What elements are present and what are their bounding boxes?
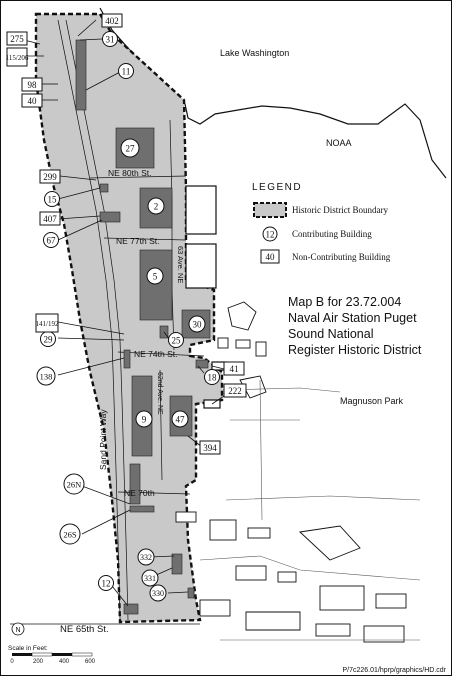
building-15	[123, 603, 139, 615]
callouts-contributing: 31 11 27 15 2 67 5 30 25 29 138 18 9 47 …	[36, 31, 220, 602]
callout-332: 332	[140, 553, 152, 562]
callout-222: 222	[228, 386, 242, 396]
building-26n	[129, 463, 141, 505]
callout-141-192: 141/192	[36, 320, 59, 328]
building-outline-east-2	[185, 243, 217, 289]
callout-29: 29	[44, 335, 54, 345]
building-330	[187, 587, 195, 599]
legend-noncontributing-label: Non-Contributing Building	[292, 252, 391, 262]
callout-407: 407	[43, 214, 57, 224]
callout-30: 30	[193, 320, 203, 330]
north-label: N	[15, 627, 20, 634]
building-5	[139, 249, 173, 321]
footer-filepath: P/7c226.01/hprp/graphics/HD.cdr	[343, 667, 447, 674]
scale-label: Scale in Feet:	[8, 645, 48, 652]
map-title-line-3: Sound National	[288, 327, 374, 341]
magnuson-park-label: Magnuson Park	[340, 396, 404, 406]
callout-394: 394	[203, 443, 217, 453]
callout-18: 18	[208, 373, 218, 383]
scale-tick-0: 0	[10, 659, 14, 665]
callout-27: 27	[126, 144, 136, 154]
callout-47: 47	[176, 415, 186, 425]
ave-62-road	[159, 369, 163, 481]
legend-contributing-sample: 12	[266, 230, 275, 240]
callout-2: 2	[154, 202, 159, 212]
street-sand-point-way: Sand Point Way	[98, 409, 108, 470]
callout-15: 12	[102, 579, 111, 589]
building-67	[99, 211, 121, 223]
callout-299: 299	[43, 172, 57, 182]
legend: LEGEND Historic District Boundary 12 Con…	[252, 182, 391, 264]
street-62-ave: 62nd Ave. NE	[156, 372, 163, 415]
map-title-box: Map B for 23.72.004 Naval Air Station Pu…	[288, 294, 444, 368]
callout-331: 331	[144, 574, 156, 583]
building-11	[75, 39, 87, 111]
building-outline-east-1	[185, 185, 217, 235]
building-26s	[129, 505, 155, 513]
street-63-ave: 63 Ave. NE	[176, 246, 185, 283]
legend-noncontributing-sample: 40	[266, 252, 276, 262]
callout-5: 5	[153, 272, 158, 282]
street-ne77: NE 77th St.	[116, 236, 159, 246]
callout-31: 31	[106, 35, 115, 45]
callout-11: 11	[122, 67, 131, 77]
building-331	[171, 553, 183, 575]
ne80-road	[89, 175, 187, 179]
callout-115-206: 115/206	[6, 54, 29, 62]
map-title-line-4: Register Historic District	[288, 343, 422, 357]
legend-boundary-label: Historic District Boundary	[292, 205, 388, 215]
street-ne74: NE 74th St.	[134, 349, 177, 359]
callout-275: 275	[10, 34, 24, 44]
building-138	[123, 349, 131, 369]
callout-26n: 26N	[67, 480, 82, 490]
street-ne65: NE 65th St.	[60, 624, 109, 635]
callouts-noncontributing: 402 275 115/206 98 40 299 407 141/192 41…	[6, 13, 247, 455]
callout-40: 40	[28, 96, 38, 106]
callout-25: 25	[172, 336, 182, 346]
legend-contributing-label: Contributing Building	[292, 229, 372, 239]
north-arrow: N	[11, 622, 25, 636]
street-ne80: NE 80th St.	[108, 168, 151, 178]
callout-9: 9	[142, 415, 147, 425]
callout-330: 330	[152, 589, 164, 598]
district-boundary	[34, 12, 224, 624]
ne74-road	[117, 351, 205, 357]
callout-41: 41	[230, 364, 239, 374]
scale-tick-400: 400	[59, 659, 70, 665]
scale-tick-200: 200	[33, 659, 44, 665]
scale-tick-600: 600	[85, 659, 96, 665]
map-title-line-1: Map B for 23.72.004	[288, 295, 402, 309]
callout-67: 67	[47, 236, 57, 246]
building-18	[195, 359, 209, 369]
legend-boundary-swatch	[253, 202, 287, 218]
callout-12: 15	[48, 195, 58, 205]
callout-26s: 26S	[63, 530, 77, 540]
district-shading	[36, 14, 222, 622]
callout-98: 98	[28, 80, 38, 90]
callout-402: 402	[105, 16, 119, 26]
legend-title: LEGEND	[252, 182, 302, 193]
noaa-label: NOAA	[326, 138, 352, 148]
map-title-line-2: Naval Air Station Puget	[288, 311, 417, 325]
east-roads	[199, 379, 421, 641]
ne77-road	[103, 237, 187, 241]
ave-63-road	[169, 119, 175, 351]
street-ne70: NE 70th	[124, 488, 155, 498]
callout-138: 138	[40, 372, 53, 382]
building-12	[99, 183, 109, 193]
leader-lines	[23, 19, 231, 607]
lake-washington-label: Lake Washington	[220, 48, 289, 58]
east-buildings	[175, 301, 407, 643]
scale-bar: Scale in Feet: 0 200 400 600	[8, 645, 96, 665]
